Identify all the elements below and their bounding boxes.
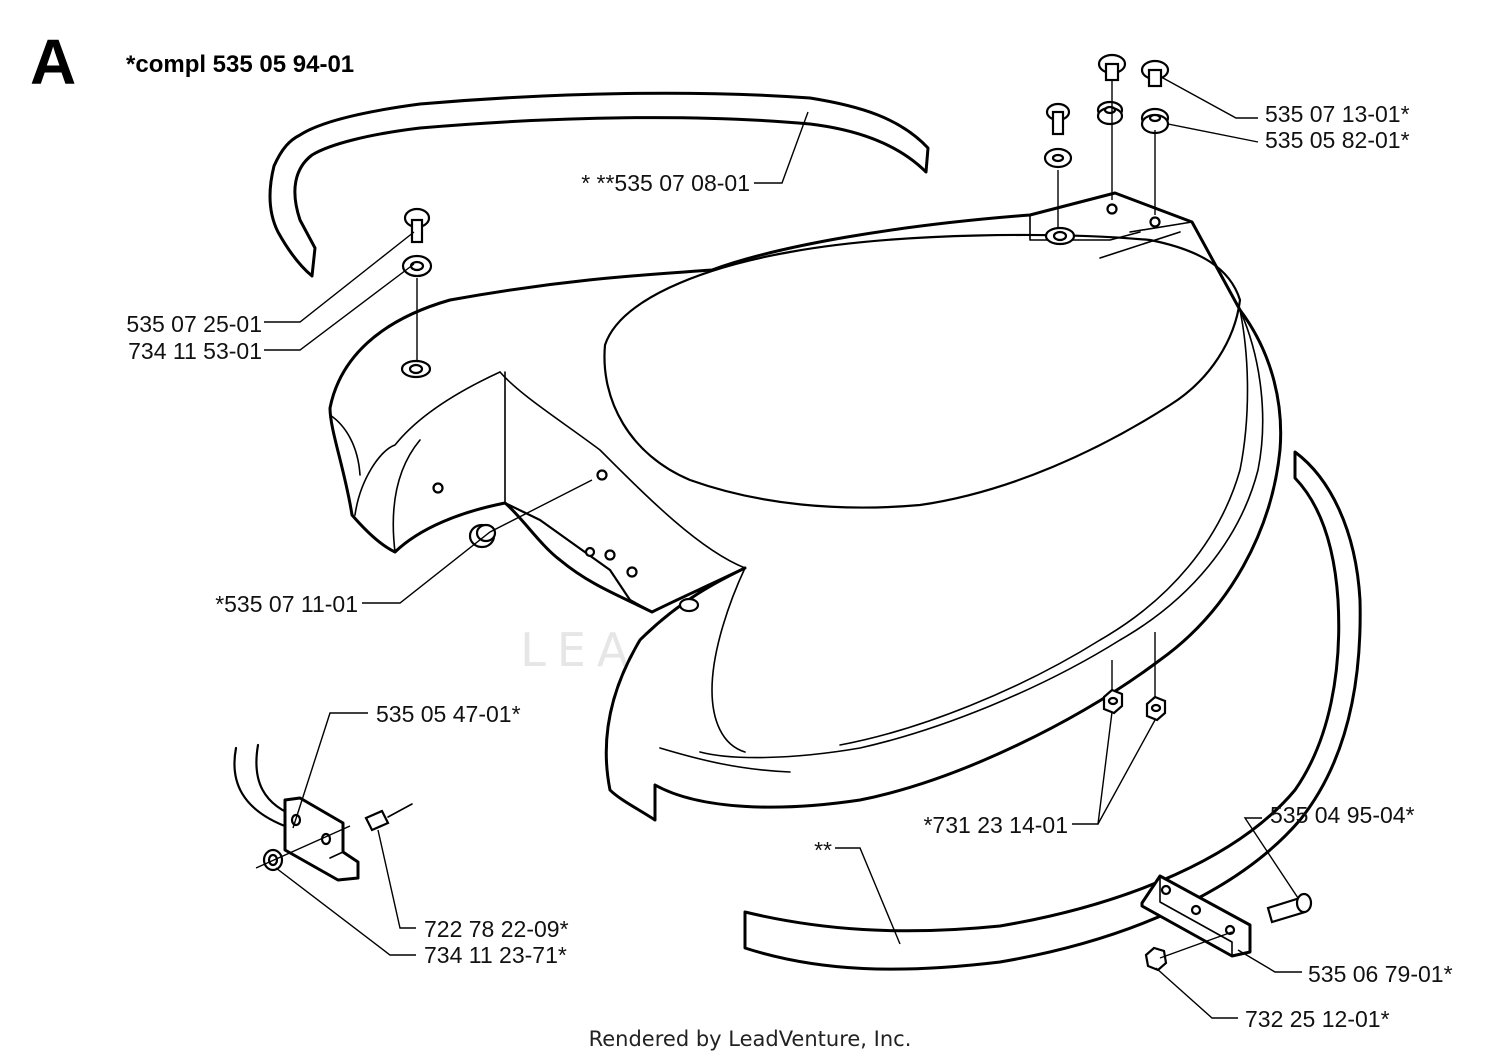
assembly-lines — [416, 80, 1156, 697]
callout-734-11-53-01: 734 11 53-01 — [128, 338, 262, 364]
callout-535-05-82-01: 535 05 82-01* — [1265, 127, 1410, 153]
screw-left — [403, 207, 431, 244]
sensor-bracket — [233, 743, 413, 882]
washer-top-left — [1043, 147, 1073, 169]
callout-535-05-47-01: 535 05 47-01* — [376, 701, 521, 727]
callout-535-07-08-01: * **535 07 08-01 — [581, 170, 750, 196]
nut-1 — [1102, 688, 1124, 715]
bottom-bracket — [1140, 874, 1313, 972]
callout-535-07-13-01: 535 07 13-01* — [1265, 101, 1410, 127]
callout-535-04-95-04: 535 04 95-04* — [1270, 802, 1415, 828]
callout-double-asterisk: ** — [814, 837, 832, 863]
footer-credit: Rendered by LeadVenture, Inc. — [589, 1027, 912, 1051]
kit-note: *compl 535 05 94-01 — [126, 51, 354, 78]
leader-lines — [264, 77, 1302, 1019]
washer-left — [401, 254, 433, 278]
nut-2 — [1145, 695, 1167, 722]
section-letter: A — [30, 26, 76, 98]
callout-535-07-11-01: *535 07 11-01 — [215, 591, 358, 617]
lower-seal-strip — [743, 450, 1362, 971]
cap-screw-2 — [1140, 59, 1170, 88]
upper-seal-strip — [268, 91, 930, 278]
callout-732-25-12-01: 732 25 12-01* — [1245, 1006, 1390, 1032]
cap-screw-1 — [1097, 53, 1127, 82]
callout-734-11-23-71: 734 11 23-71* — [424, 942, 567, 968]
spacer-1 — [1096, 100, 1124, 126]
plug — [468, 523, 497, 549]
screw-top-left — [1045, 102, 1071, 136]
spacer-2 — [1140, 107, 1170, 135]
body-cover — [328, 191, 1283, 822]
callout-535-06-79-01: 535 06 79-01* — [1308, 961, 1453, 987]
callout-labels: 535 07 13-01* 535 05 82-01* * **535 07 0… — [126, 101, 1452, 1032]
callout-731-23-14-01: *731 23 14-01 — [923, 812, 1068, 838]
callout-535-07-25-01: 535 07 25-01 — [126, 311, 262, 337]
callout-722-78-22-09: 722 78 22-09* — [424, 916, 569, 942]
